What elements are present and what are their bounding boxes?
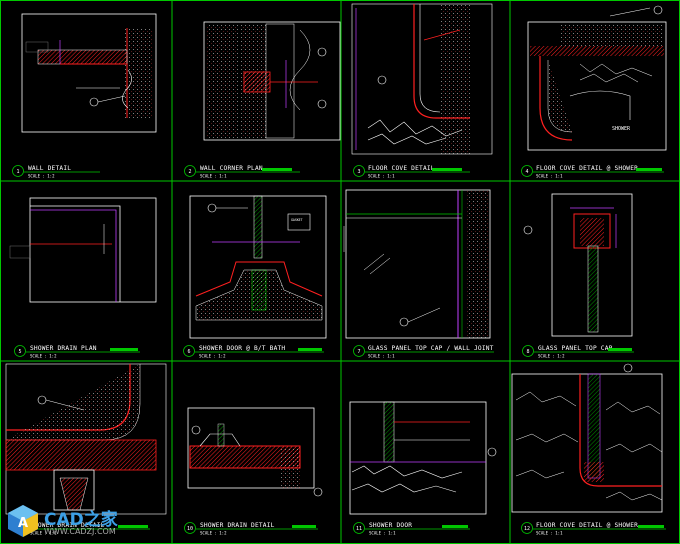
detail-scale: SCALE : 1:2 [200,531,227,536]
detail-title: SHOWER DOOR [369,522,412,529]
detail-number: 12 [524,526,530,532]
detail-title: FLOOR COVE DETAIL [368,165,435,172]
detail-scale: SCALE : 1:2 [199,354,226,359]
watermark-brand: CAD之家 [44,510,118,530]
detail-number: 4 [525,169,528,175]
title-block-11[interactable]: 11 SHOWER DOOR SCALE : 1:1 [353,522,471,536]
detail-title: GLASS PANEL TOP CAP / WALL JOINT [368,345,494,352]
detail-number: 11 [356,526,362,532]
detail-title: SHOWER DRAIN DETAIL [30,522,105,529]
detail-scale: SCALE : 1:1 [200,174,227,179]
detail-number: 7 [357,349,360,355]
detail-title: SHOWER DRAIN PLAN [30,345,97,352]
detail-1-drawing[interactable] [21,13,157,133]
shower-label-4: SHOWER [612,126,631,132]
detail-title: WALL DETAIL [28,165,71,172]
cad-logo-icon: A [8,505,38,537]
detail-scale: SCALE : 1:1 [30,531,57,536]
detail-10-drawing[interactable] [187,407,323,497]
title-block-12[interactable]: 12 FLOOR COVE DETAIL @ SHOWER SCALE : 1:… [521,522,667,536]
detail-title: FLOOR COVE DETAIL @ SHOWER [536,165,638,172]
detail-number: 6 [187,349,190,355]
detail-2-drawing[interactable] [203,21,341,141]
detail-scale: SCALE : 1:1 [368,174,395,179]
detail-scale: SCALE : 1:1 [536,174,563,179]
detail-11-drawing[interactable] [349,401,497,515]
title-block-7[interactable]: 7 GLASS PANEL TOP CAP / WALL JOINT SCALE… [353,345,495,359]
title-block-5[interactable]: 5 SHOWER DRAIN PLAN SCALE : 1:2 [14,345,141,359]
title-block-4[interactable]: 4 FLOOR COVE DETAIL @ SHOWER SCALE : 1:1 [521,165,665,179]
gasket-label: GASKET [291,218,303,222]
detail-scale: SCALE : 1:2 [30,354,57,359]
detail-8-drawing[interactable] [523,193,633,337]
detail-6-drawing[interactable]: GASKET [189,195,327,339]
title-block-3[interactable]: 3 FLOOR COVE DETAIL SCALE : 1:1 [353,165,471,179]
detail-title: SHOWER DRAIN DETAIL [200,522,275,529]
gasket-callout [287,213,311,231]
detail-number: 10 [187,526,193,532]
detail-5-drawing[interactable] [9,197,157,303]
detail-title: FLOOR COVE DETAIL @ SHOWER [536,522,638,529]
title-block-6[interactable]: 6 SHOWER DOOR @ B/T BATH SCALE : 1:2 [183,345,325,359]
detail-scale: SCALE : 1:1 [369,531,396,536]
svg-text:A: A [18,516,28,531]
detail-title: WALL CORNER PLAN [200,165,263,172]
title-block-2[interactable]: 2 WALL CORNER PLAN SCALE : 1:1 [184,165,301,179]
watermark-url: WWW.CADZJ.COM [44,527,116,536]
detail-number: 5 [18,349,21,355]
detail-scale: SCALE : 1:1 [368,354,395,359]
detail-12-drawing[interactable] [511,363,663,513]
watermark: A CAD之家 WWW.CADZJ.COM [6,503,156,539]
detail-number: 8 [526,349,529,355]
detail-9-drawing[interactable] [5,363,167,515]
detail-number: 3 [357,169,360,175]
detail-number: 2 [188,169,191,175]
detail-title: SHOWER DOOR @ B/T BATH [199,345,285,352]
title-block-1[interactable]: 1 WALL DETAIL SCALE : 1:2 [12,165,101,179]
detail-title: GLASS PANEL TOP CAP [538,345,613,352]
detail-scale: SCALE : 1:1 [536,531,563,536]
title-block-8[interactable]: 8 GLASS PANEL TOP CAP SCALE : 1:2 [522,345,635,359]
detail-7-drawing[interactable] [343,189,491,339]
detail-4-drawing[interactable]: SHOWER [527,5,667,151]
detail-number: 1 [16,169,19,175]
detail-scale: SCALE : 1:2 [538,354,565,359]
title-block-10[interactable]: 10 SHOWER DRAIN DETAIL SCALE : 1:2 [184,522,319,536]
detail-scale: SCALE : 1:2 [28,174,55,179]
detail-3-drawing[interactable] [351,3,493,155]
